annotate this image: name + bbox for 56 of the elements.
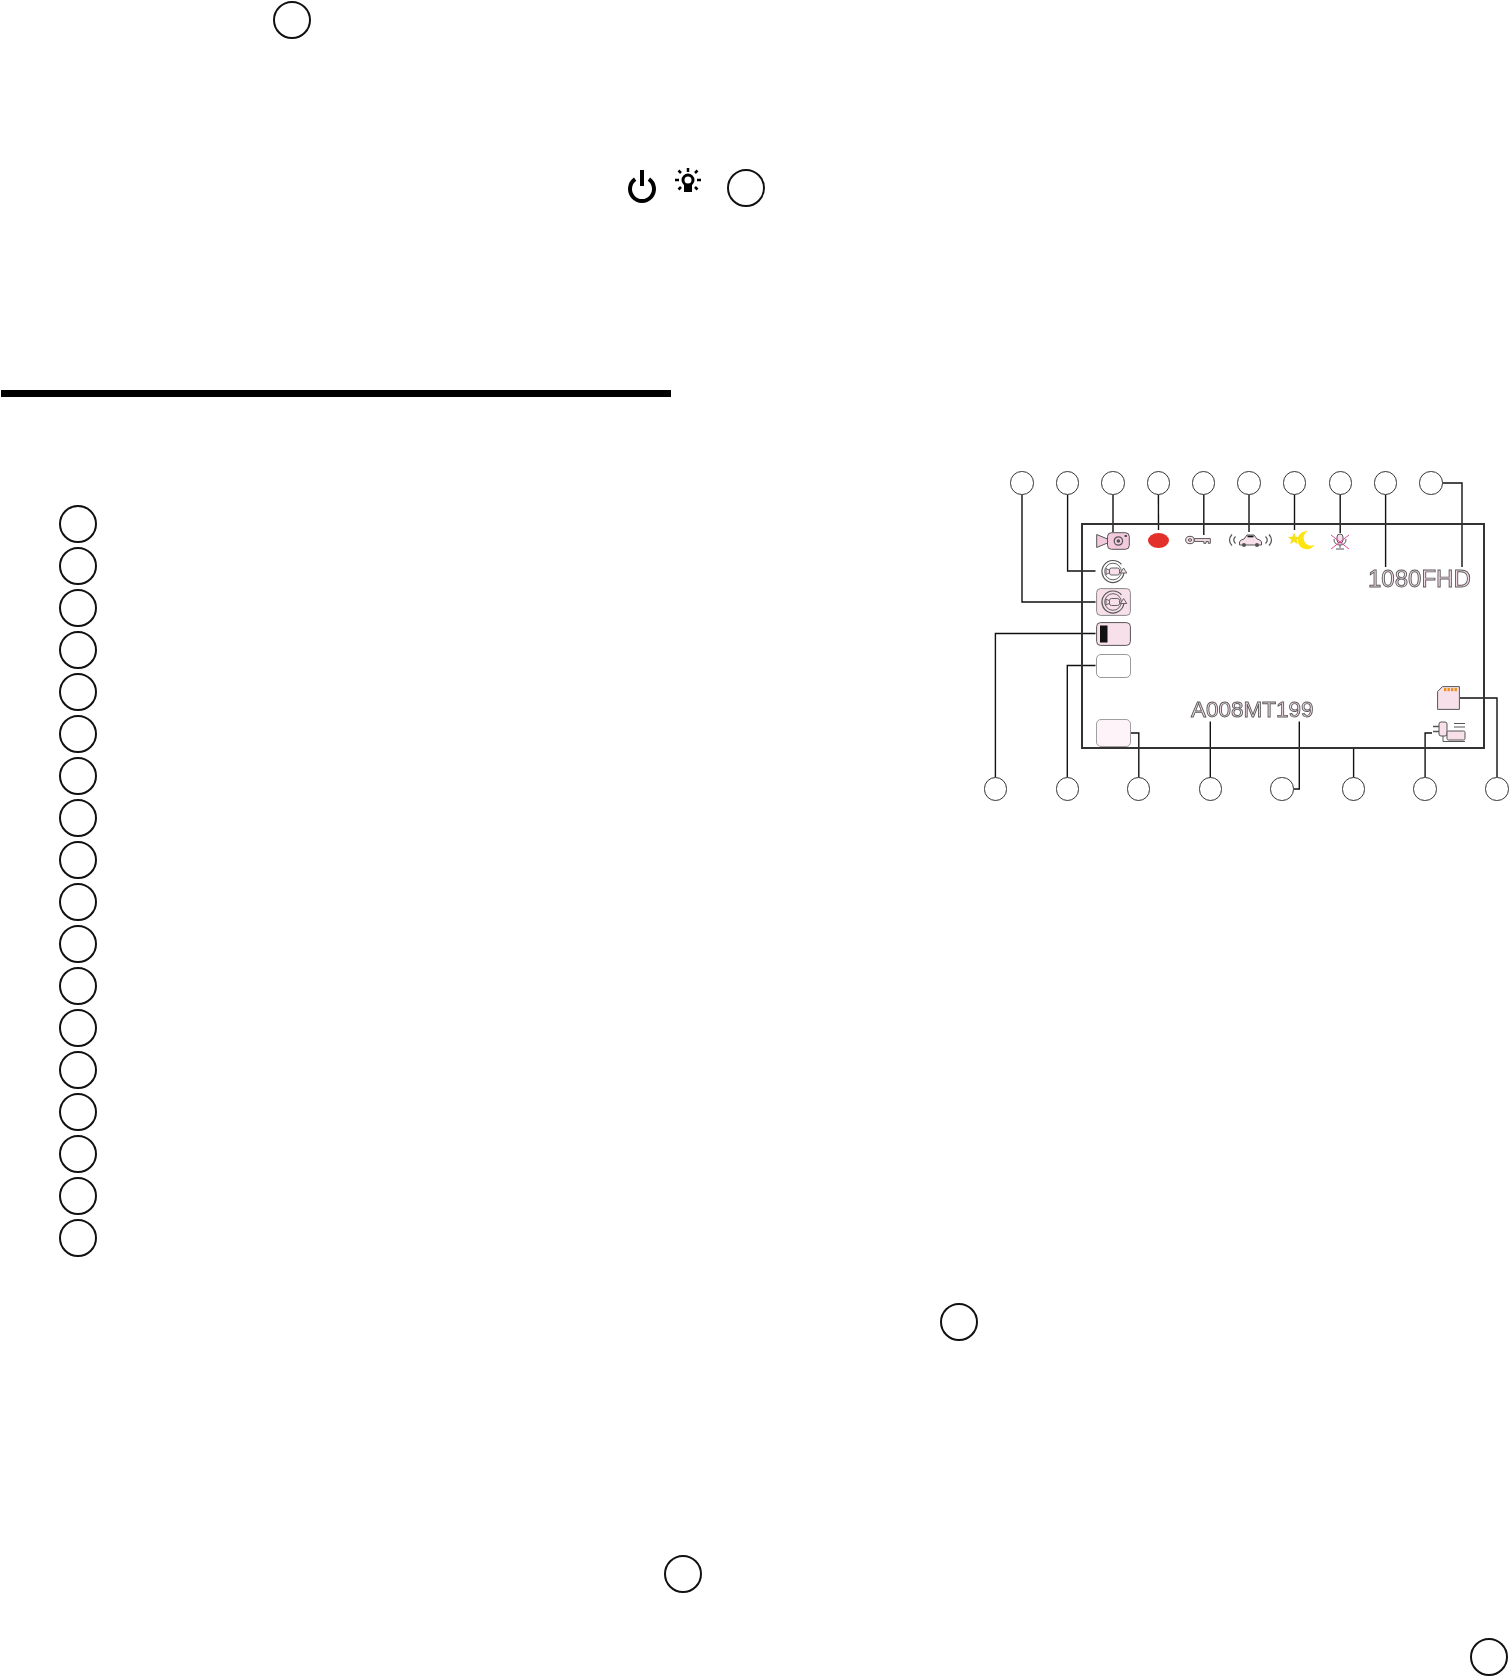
moon-star-icon <box>1287 530 1315 550</box>
callout-circle <box>58 1219 97 1257</box>
callout-circle <box>940 1302 979 1341</box>
status-dot-icon <box>1148 533 1169 548</box>
leader-line <box>1459 697 1498 778</box>
screen-frame <box>1081 523 1485 749</box>
blank-tile <box>1095 718 1131 747</box>
callout-circle <box>58 841 97 879</box>
callout-circle <box>58 505 97 543</box>
video-camera-icon <box>1096 532 1130 550</box>
callout-circle <box>58 1093 97 1131</box>
leader-line <box>994 632 1097 778</box>
callout-circle <box>663 1554 702 1593</box>
key-icon <box>1185 535 1211 545</box>
callout-circle <box>273 1 311 39</box>
callout-circle <box>58 1009 97 1047</box>
callout-circle <box>58 883 97 921</box>
battery-icon <box>1095 621 1131 646</box>
leader-line <box>1442 482 1463 568</box>
sd-card-icon <box>1437 686 1460 710</box>
leader-line <box>1209 720 1211 778</box>
blank-tile <box>1095 653 1131 678</box>
leader-line <box>1339 494 1341 534</box>
callout-circle <box>58 967 97 1005</box>
callout-circle <box>58 1051 97 1089</box>
callout-circle <box>58 1135 97 1173</box>
leader-line <box>1066 664 1097 778</box>
leader-line <box>1112 494 1114 533</box>
resolution-text: 1080FHD <box>1368 567 1471 591</box>
callout-circle <box>58 715 97 753</box>
car-signal-icon <box>1226 532 1275 548</box>
callout-circle <box>58 799 97 837</box>
leader-line <box>1248 494 1250 533</box>
callout-circle <box>58 757 97 795</box>
callout-circle <box>58 1177 97 1215</box>
leader-line <box>1021 494 1097 603</box>
callout-circle <box>58 631 97 669</box>
leader-line <box>1352 748 1355 778</box>
power-plug-icon <box>1432 719 1466 743</box>
loop-camera-icon <box>1095 588 1131 616</box>
callout-circle <box>58 589 97 627</box>
leader-line <box>1384 494 1387 568</box>
leader-line <box>1424 732 1433 778</box>
leader-line <box>1293 720 1300 790</box>
muted-microphone-icon <box>1329 533 1351 550</box>
leader-line <box>1293 494 1296 531</box>
callout-circle <box>58 673 97 711</box>
leader-line <box>1203 494 1205 536</box>
leader-line <box>1066 494 1097 572</box>
leader-line <box>1129 732 1140 778</box>
callout-circle <box>58 547 97 585</box>
callout-circle <box>58 925 97 963</box>
leader-line <box>1157 494 1160 531</box>
callout-circle <box>727 168 766 207</box>
file-code-text: A008MT199 <box>1191 699 1314 722</box>
callout-circle <box>1469 1638 1508 1677</box>
